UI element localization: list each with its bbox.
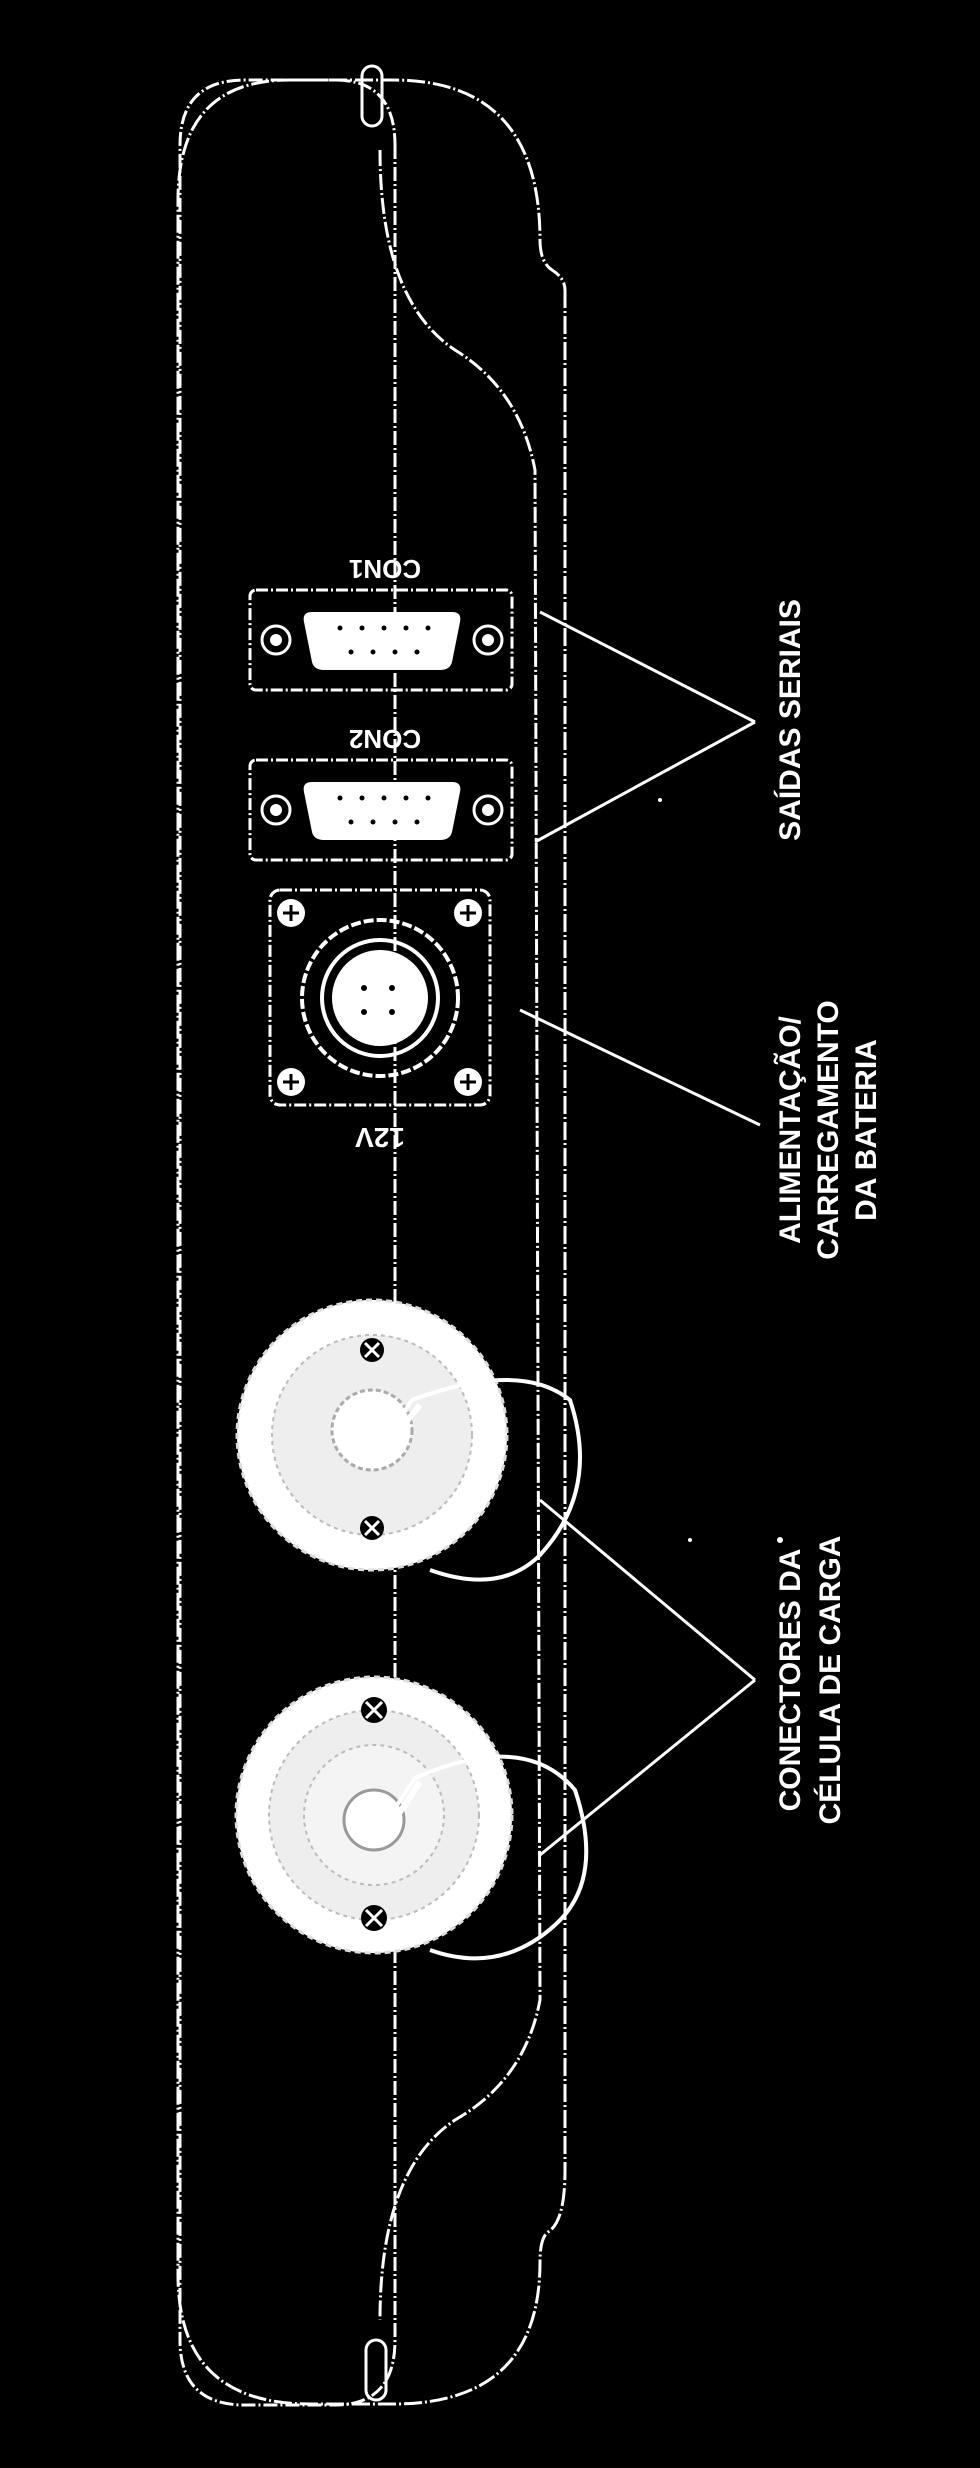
load-cell-connector-2 [234,1675,589,1961]
leader-lines [519,610,761,1857]
end-pin-bottom [364,2338,388,2402]
scan-specks [658,798,783,1543]
panel-edge-curve [176,78,567,2406]
power-label-line1: ALIMENTAÇÃO/ [773,1015,807,1243]
power-label-line2: CARREGAMENTO [812,1000,845,1259]
load-cell-connector-1 [235,1298,582,1582]
leader-loadcell-1 [539,1498,756,1682]
leader-loadcell-2 [539,1678,756,1857]
panel-outline [178,78,397,2407]
power-label-line3: DA BATERIA [850,1039,883,1221]
con2-connector [248,758,514,862]
panel-top-contour [378,149,542,2321]
con2-label: CON2 [349,724,421,754]
con1-label: CON1 [349,554,421,584]
leader-power [519,1008,761,1127]
end-pin-top [360,64,384,128]
loadcell-label-line1: CONECTORES DA [774,1549,807,1812]
con1-connector [248,588,514,692]
leader-serial-con2 [534,720,756,844]
loadcell-label-line2: CÉLULA DE CARGA [813,1536,847,1825]
serial-outputs-label: SAÍDAS SERIAIS [773,599,807,841]
power-12v-connector [268,888,492,1107]
power-12v-label: 12V [355,1122,405,1153]
leader-serial-con1 [539,610,756,724]
